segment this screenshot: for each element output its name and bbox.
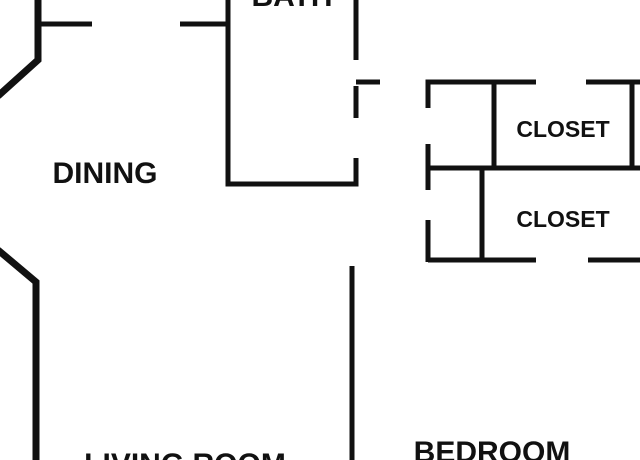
room-label-living-room: LIVING ROOM bbox=[84, 448, 286, 460]
room-label-closet-upper: CLOSET bbox=[516, 116, 609, 142]
room-label-dining: DINING bbox=[53, 157, 158, 190]
room-label-bath: BATH bbox=[251, 0, 332, 13]
room-label-bedroom: BEDROOM bbox=[414, 436, 571, 460]
closet-upper-top-wall-left bbox=[425, 79, 536, 108]
exterior-wall-lower-left bbox=[0, 247, 40, 460]
exterior-wall-upper-left bbox=[0, 0, 42, 99]
bath-left-wall bbox=[225, 0, 359, 187]
room-label-closet-lower: CLOSET bbox=[516, 206, 609, 232]
